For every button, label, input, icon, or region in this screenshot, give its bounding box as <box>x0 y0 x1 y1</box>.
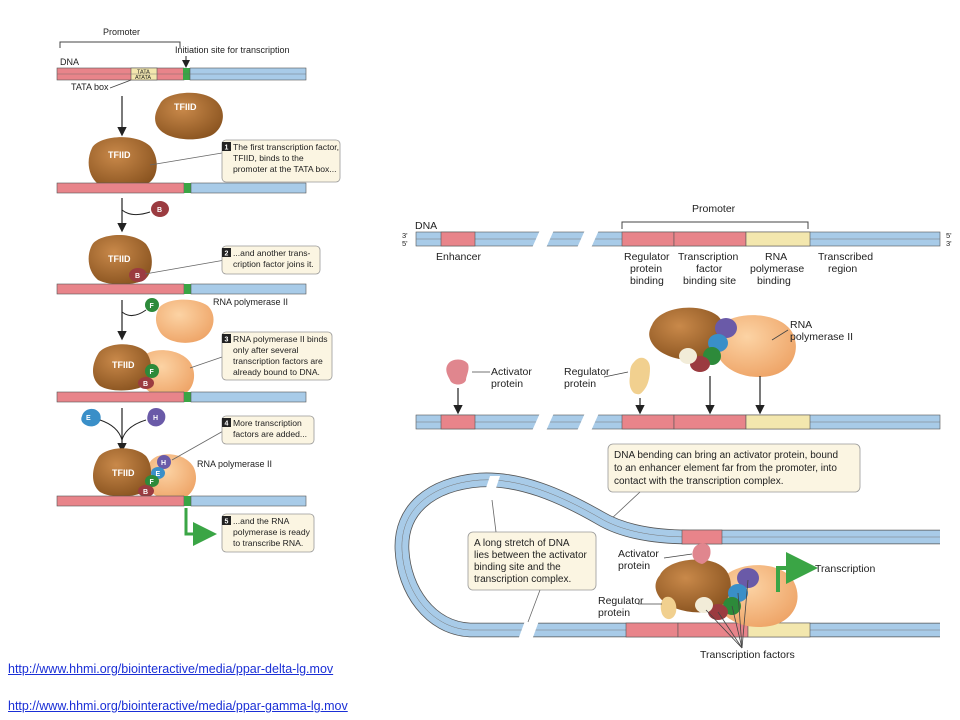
enhancer-region <box>440 231 476 247</box>
promoter-bracket <box>59 41 181 48</box>
dna-label-left: DNA <box>60 57 79 67</box>
label-transcribed: Transcribed region <box>818 251 876 275</box>
activator-protein <box>446 359 469 385</box>
regulator-label: Regulator protein <box>564 366 612 390</box>
step-2-number: 2 <box>225 251 229 258</box>
rna-pol-label-2: RNA polymerase II <box>197 459 272 469</box>
regulator-label-2: Regulator protein <box>598 595 646 619</box>
dna-linear-top <box>415 230 941 248</box>
promoter-label-right: Promoter <box>692 203 736 215</box>
svg-text:B: B <box>143 489 148 496</box>
regulator-protein <box>629 357 650 395</box>
step-3-text: RNA polymerase II binds only after sever… <box>233 334 330 377</box>
factor-h-free: H <box>147 408 166 427</box>
promoter-bracket-right <box>621 221 809 229</box>
link-ppar-gamma[interactable]: http://www.hhmi.org/biointeractive/media… <box>8 699 348 713</box>
factor-e-free: E <box>81 408 101 427</box>
svg-text:H: H <box>161 460 166 467</box>
transcription-start-arrow <box>184 508 217 546</box>
tfiid-label: TFIID <box>174 102 197 112</box>
end-3-left: 3' <box>402 231 408 240</box>
tfiid-label: TFIID <box>112 468 135 478</box>
end-3-right: 3' <box>946 239 952 248</box>
step-5-callout: 5 ...and the RNA polymerase is ready to … <box>221 513 315 553</box>
label-enhancer: Enhancer <box>436 251 481 263</box>
step-4-number: 4 <box>225 421 229 428</box>
factor-b-free: B <box>151 201 169 217</box>
tfiid-protein-bound-1: TFIID <box>88 137 157 189</box>
dna-strand-4 <box>56 391 307 403</box>
svg-text:B: B <box>135 273 140 280</box>
complex-step-3: TFIID F B <box>93 344 195 398</box>
tata-box-label: TATA box <box>71 82 109 92</box>
right-panel: DNA 3' 5' 5' 3' Promoter Enhancer Regula… <box>394 203 952 661</box>
svg-text:A long stretch of DNA: A long stretch of DNA lies between the a… <box>474 538 590 585</box>
dna-strand-1 <box>56 67 307 81</box>
transcription-label: Transcription <box>815 563 875 575</box>
transcription-arrow <box>776 552 818 592</box>
svg-text:H: H <box>153 415 158 422</box>
tfiid-protein-free: TFIID <box>155 92 223 140</box>
tfiid-label: TFIID <box>108 254 131 264</box>
activator-label: Activator protein <box>491 366 535 390</box>
step-2-text: ...and another trans- cription factor jo… <box>233 248 314 269</box>
link-ppar-delta[interactable]: http://www.hhmi.org/biointeractive/media… <box>8 662 334 676</box>
rna-pol-label-1: RNA polymerase II <box>213 297 288 307</box>
svg-text:B: B <box>143 381 148 388</box>
dna-label-right: DNA <box>415 220 437 232</box>
pol-binding-region <box>745 231 811 247</box>
tf-pointer-lines <box>705 579 749 649</box>
svg-text:F: F <box>150 479 155 486</box>
step-4-text: More transcription factors are added... <box>233 418 307 439</box>
dna-strand-5 <box>56 495 307 507</box>
dna-linear-middle <box>415 413 941 431</box>
dna-strand-3 <box>56 283 307 295</box>
tfiid-protein-bound-2: TFIID B <box>88 235 152 285</box>
factor-f-free: F <box>145 298 159 312</box>
step-5-number: 5 <box>225 519 229 526</box>
left-panel: Promoter Initiation site for transcripti… <box>56 27 341 553</box>
label-regulator-binding: Regulator protein binding <box>624 251 672 287</box>
tata-seq-bottom: ATATA <box>135 75 151 81</box>
factor-b-label: B <box>157 207 162 214</box>
step-3-number: 3 <box>225 337 229 344</box>
callout-bending: DNA bending can bring an activator prote… <box>607 443 861 521</box>
step-5-text: ...and the RNA polymerase is ready to tr… <box>233 516 312 548</box>
dna-strand-2 <box>56 182 307 194</box>
svg-text:F: F <box>150 369 155 376</box>
svg-text:F: F <box>150 303 155 310</box>
initiation-label: Initiation site for transcription <box>175 45 290 55</box>
regulator-binding-region <box>621 231 675 247</box>
tf-binding-region <box>673 231 747 247</box>
tfiid-label: TFIID <box>108 150 131 160</box>
callout-stretch: A long stretch of DNA lies between the a… <box>467 499 597 623</box>
dna-loop <box>394 472 940 640</box>
activator-label-2: Activator protein <box>618 548 662 572</box>
step-3-callout: 3 RNA polymerase II binds only after sev… <box>189 331 333 381</box>
svg-text:E: E <box>86 415 91 422</box>
rna-pol-complex-unbound <box>649 307 796 378</box>
step-4-callout: 4 More transcription factors are added..… <box>171 415 315 461</box>
tf-label: Transcription factors <box>700 649 795 661</box>
rna-polymerase-free <box>155 299 214 343</box>
step-2-callout: 2 ...and another trans- cription factor … <box>144 245 321 275</box>
svg-text:DNA bending can bring an activ: DNA bending can bring an activator prote… <box>614 450 841 487</box>
tata-seq-top: TATA <box>137 70 150 76</box>
step-1-text: The first transcription factor, TFIID, b… <box>233 142 341 174</box>
complex-step-4: TFIID H E F B <box>93 448 197 501</box>
end-5-left: 5' <box>402 239 408 248</box>
promoter-label: Promoter <box>103 27 140 37</box>
label-tf-binding: Transcription factor binding site <box>678 251 741 287</box>
svg-text:E: E <box>156 471 161 478</box>
step-1-number: 1 <box>225 145 229 152</box>
end-5-right: 5' <box>946 231 952 240</box>
rna-pol-label-right: RNA polymerase II <box>790 319 853 343</box>
step-1-callout: 1 The first transcription factor, TFIID,… <box>149 139 341 183</box>
tfiid-label: TFIID <box>112 360 135 370</box>
label-pol-binding: RNA polymerase binding <box>750 251 807 287</box>
